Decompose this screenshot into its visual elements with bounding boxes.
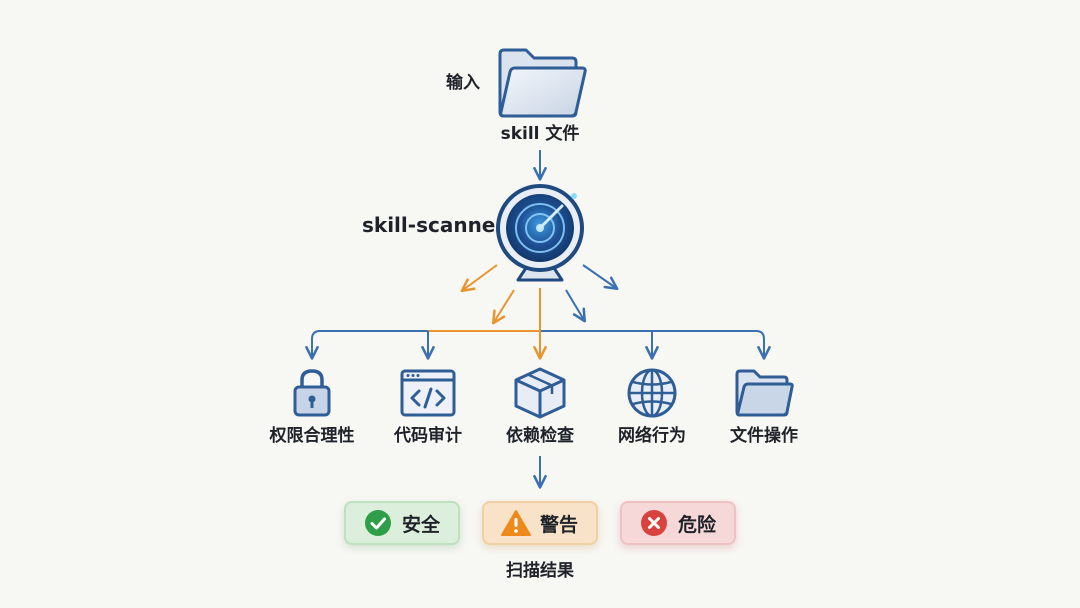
result-danger-badge: 危险: [620, 501, 736, 545]
bus-line-left: [311, 330, 428, 354]
results-title: 扫描结果: [506, 561, 574, 581]
arrow-scan-right-inner: [565, 289, 586, 323]
bus-line-right: [540, 330, 765, 354]
check-label-permissions: 权限合理性: [269, 426, 355, 446]
check-circle-icon: [364, 509, 392, 537]
scanner-label: skill-scanner: [362, 213, 506, 237]
input-label: 输入: [446, 73, 480, 93]
folder-icon: [735, 369, 794, 417]
result-safe-badge: 安全: [344, 501, 460, 545]
result-safe-label: 安全: [401, 513, 440, 536]
result-warning-badge: 警告: [482, 501, 598, 545]
x-circle-icon: [640, 509, 668, 537]
warning-triangle-icon: [500, 509, 531, 537]
check-label-dependencies: 依赖检查: [506, 426, 574, 446]
globe-icon: [627, 368, 677, 418]
code-window-icon: [400, 369, 456, 417]
arrow-scan-right-outer: [582, 264, 619, 291]
check-label-file-ops: 文件操作: [730, 426, 798, 446]
skill-file-label: skill 文件: [500, 124, 580, 144]
check-label-network: 网络行为: [618, 426, 686, 446]
arrow-scan-left-outer: [460, 264, 498, 293]
radar-scanner-icon: [496, 184, 584, 282]
result-warning-label: 警告: [539, 513, 578, 536]
padlock-icon: [293, 369, 331, 417]
check-label-code-audit: 代码审计: [394, 426, 462, 446]
package-box-icon: [514, 367, 566, 419]
arrow-scan-left-inner: [491, 289, 515, 325]
result-danger-label: 危险: [677, 513, 716, 536]
folder-icon: [498, 48, 587, 118]
